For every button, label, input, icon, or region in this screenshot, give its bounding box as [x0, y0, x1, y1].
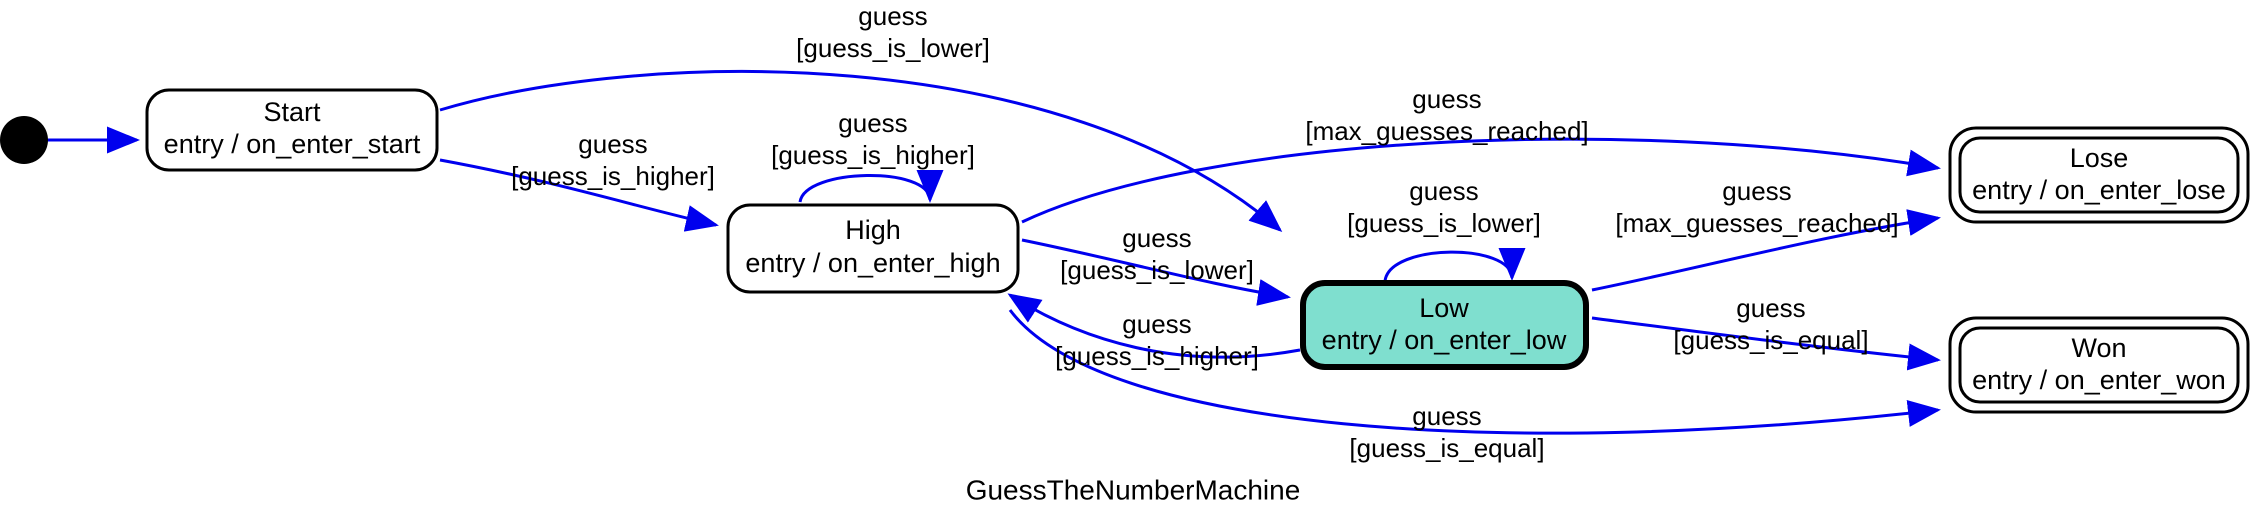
state-lose-name: Lose [2070, 143, 2129, 173]
edge-label-high-to-won-event: guess [1412, 401, 1481, 431]
edge-label-start-to-low-guard: [guess_is_lower] [796, 33, 990, 63]
state-won-box[interactable] [1958, 326, 2240, 404]
state-start-box[interactable] [145, 88, 439, 172]
edge-label-low-to-high-guard: [guess_is_higher] [1055, 341, 1259, 371]
edge-high-to-low [1021, 238, 1291, 306]
state-high-name: High [845, 215, 901, 245]
state-start-name: Start [263, 97, 321, 127]
state-low-name: Low [1419, 293, 1469, 323]
edge-label-start-to-low-event: guess [858, 1, 927, 31]
edge-high-to-high [798, 169, 944, 203]
state-lose[interactable]: Lose entry / on_enter_lose [1948, 126, 2250, 224]
edge-label-high-to-lose-guard: [max_guesses_reached] [1305, 116, 1588, 146]
state-start[interactable]: Start entry / on_enter_start [145, 88, 439, 172]
state-high[interactable]: High entry / on_enter_high [726, 203, 1020, 294]
edge-label-low-to-won-guard: [guess_is_equal] [1673, 325, 1868, 355]
edge-low-to-high [1007, 293, 1301, 359]
edge-label-high-to-won-guard: [guess_is_equal] [1349, 433, 1544, 463]
edge-high-to-lose [1021, 137, 1941, 224]
edge-label-low-to-low-event: guess [1409, 176, 1478, 206]
edges-layer [40, 69, 1941, 435]
edge-label-low-to-high-event: guess [1122, 309, 1191, 339]
state-start-entry: entry / on_enter_start [164, 129, 421, 159]
edge-label-start-to-high-event: guess [578, 129, 647, 159]
state-high-entry: entry / on_enter_high [745, 248, 1000, 278]
edge-label-high-to-high-event: guess [838, 108, 907, 138]
edge-label-start-to-high-guard: [guess_is_higher] [511, 161, 715, 191]
edge-label-low-to-low-guard: [guess_is_lower] [1347, 208, 1541, 238]
edge-label-high-to-low-guard: [guess_is_lower] [1060, 255, 1254, 285]
edge-start-to-low [439, 69, 1283, 232]
state-won[interactable]: Won entry / on_enter_won [1948, 316, 2250, 414]
edge-low-to-lose [1591, 209, 1941, 292]
state-low-entry: entry / on_enter_low [1322, 325, 1567, 355]
edge-label-low-to-won-event: guess [1736, 293, 1805, 323]
edge-label-low-to-lose-guard: [max_guesses_reached] [1615, 208, 1898, 238]
state-high-box[interactable] [726, 203, 1020, 294]
edge-high-to-won [1008, 309, 1941, 435]
state-won-entry: entry / on_enter_won [1972, 365, 2226, 395]
diagram-caption: GuessTheNumberMachine [966, 474, 1301, 505]
edge-label-low-to-lose-event: guess [1722, 176, 1791, 206]
edge-start-to-high [439, 158, 719, 232]
state-won-outer-box [1948, 316, 2250, 414]
state-lose-box[interactable] [1958, 136, 2240, 214]
state-lose-entry: entry / on_enter_lose [1972, 175, 2226, 205]
edge-labels-layer: guess [guess_is_lower] guess [guess_is_h… [511, 1, 1899, 463]
initial-state-marker [0, 116, 48, 164]
state-low-box[interactable] [1300, 280, 1589, 370]
state-won-name: Won [2071, 333, 2126, 363]
edge-low-to-low [1383, 247, 1526, 282]
edge-low-to-won [1591, 316, 1941, 371]
state-low[interactable]: Low entry / on_enter_low [1300, 280, 1589, 370]
edge-label-high-to-lose-event: guess [1412, 84, 1481, 114]
edge-label-high-to-high-guard: [guess_is_higher] [771, 140, 975, 170]
edge-label-high-to-low-event: guess [1122, 223, 1191, 253]
state-lose-outer-box [1948, 126, 2250, 224]
